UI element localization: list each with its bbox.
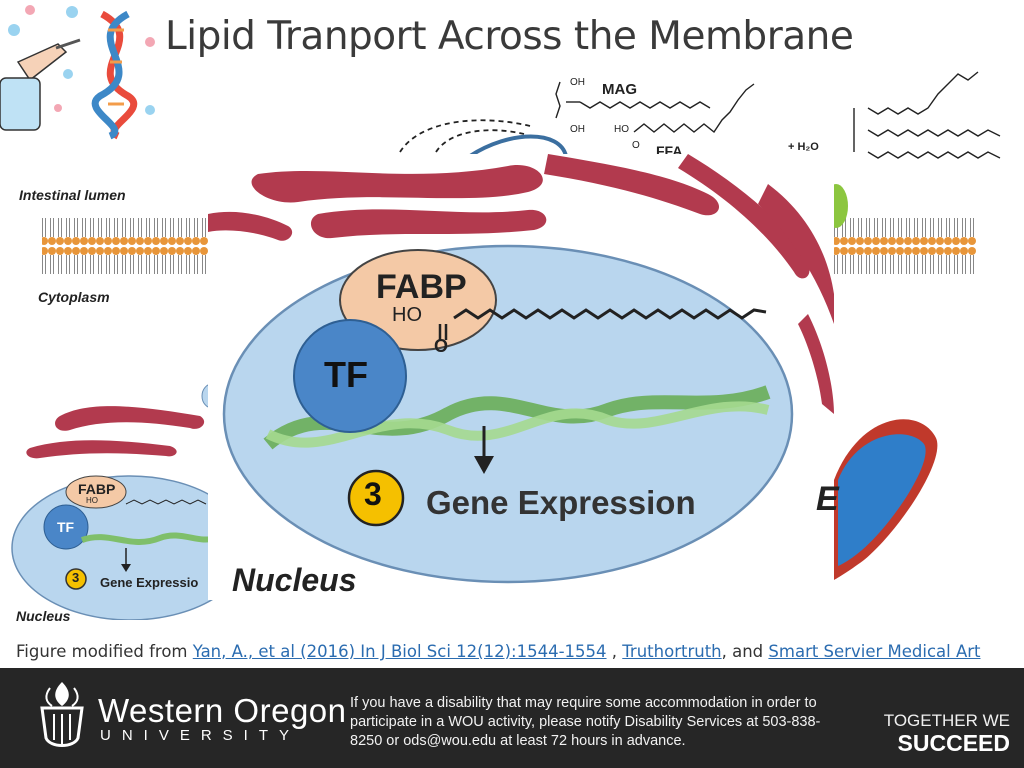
fatty-acid-chain — [453, 308, 767, 320]
cytoplasm-label: Cytoplasm — [38, 289, 110, 305]
nucleus-label-small: Nucleus — [16, 608, 71, 624]
mag-label: MAG — [602, 81, 637, 98]
page-title: Lipid Tranport Across the Membrane — [165, 14, 854, 59]
step-number-zoom: 3 — [364, 476, 382, 512]
ffa-o: O — [632, 140, 640, 151]
tagline-line1: TOGETHER WE — [883, 711, 1010, 730]
fabp-label-zoom: FABP — [376, 268, 467, 306]
caption-link-yan[interactable]: Yan, A., et al (2016) In J Biol Sci 12(1… — [192, 642, 607, 661]
accessibility-notice: If you have a disability that may requir… — [350, 695, 821, 749]
fabp-protein — [339, 249, 497, 351]
nucleus-zoom-diagram — [208, 154, 834, 584]
gene-expression-label-small: Gene Expressio — [100, 575, 199, 590]
university-subtitle: UNIVERSITY — [100, 727, 301, 744]
mag-molecule — [555, 81, 711, 119]
figure-caption: Figure modified from Yan, A., et al (201… — [16, 642, 981, 661]
intestinal-lumen-label: Intestinal lumen — [19, 187, 126, 203]
fabp-o-zoom: O — [434, 336, 449, 356]
caption-prefix: Figure modified from — [16, 642, 193, 661]
partial-label: E — [816, 480, 839, 518]
nucleus-zoom-inset: FABP HO O TF 3 Gene Expression Nucleus — [208, 154, 834, 600]
footer-bar — [0, 668, 1024, 768]
tf-protein — [293, 319, 407, 433]
fabp-ho-small: HO — [86, 496, 98, 505]
step-badge-zoom — [347, 469, 405, 527]
caption-sep2: , and — [721, 642, 769, 661]
caption-sep1: , — [606, 642, 623, 661]
membrane-diagram: MAG OH OH HO O FFA + H₂O — [11, 71, 1001, 620]
water-label: + H₂O — [788, 141, 819, 153]
caption-link-servier[interactable]: Smart Servier Medical Art — [768, 642, 981, 661]
caption-link-truthortruth[interactable]: Truthortruth — [622, 642, 722, 661]
nucleus-label-zoom: Nucleus — [232, 562, 357, 598]
ffa-molecule — [633, 83, 755, 134]
tf-label-zoom: TF — [324, 354, 368, 395]
wou-torch-logo-icon — [40, 682, 84, 747]
fabp-ho-zoom: HO — [392, 304, 422, 326]
step-number-small: 3 — [72, 570, 80, 585]
lipid-bilayer-right — [834, 214, 976, 276]
tf-label-small: TF — [57, 519, 75, 535]
fabp-label-small: FABP — [78, 481, 116, 497]
mag-oh-bottom: OH — [570, 124, 585, 135]
tag-molecule — [853, 71, 1001, 159]
university-name: Western Oregon — [98, 692, 347, 729]
ffa-ho: HO — [614, 124, 629, 135]
gene-expression-label-zoom: Gene Expression — [426, 484, 696, 521]
tagline-line2: SUCCEED — [897, 730, 1010, 756]
dna-scientist-icon — [0, 5, 155, 140]
mag-oh-top: OH — [570, 77, 585, 88]
